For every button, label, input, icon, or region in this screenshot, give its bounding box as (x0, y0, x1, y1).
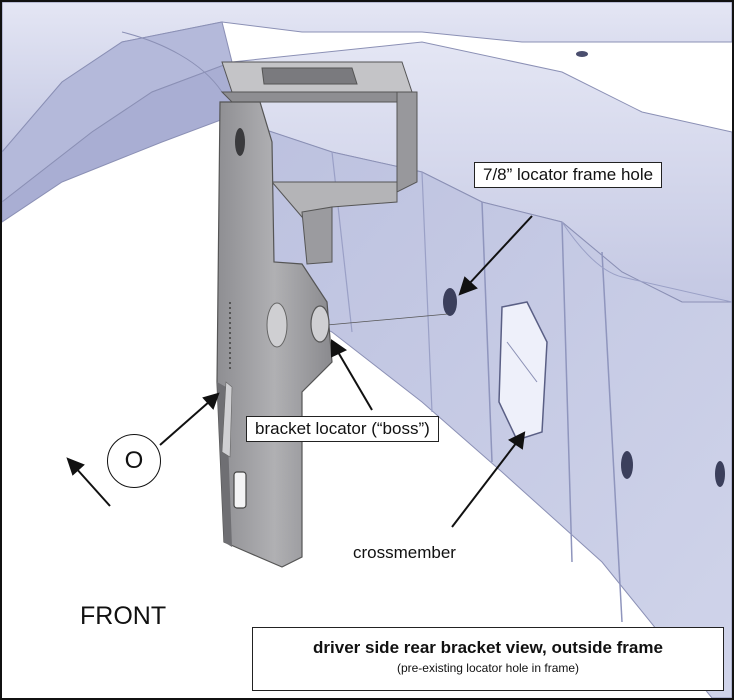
caption-box: driver side rear bracket view, outside f… (252, 627, 724, 691)
arrow-circle-o (159, 400, 211, 446)
locator-frame-hole (443, 288, 457, 316)
front-label: FRONT (80, 602, 167, 630)
frame-hole-callout: 7/8” locator frame hole (474, 162, 663, 188)
caption-subtitle: (pre-existing locator hole in frame) (396, 661, 580, 675)
arrow-bracket-locator (337, 351, 373, 411)
circle-o-marker: O (107, 434, 161, 488)
circle-o-letter: O (124, 447, 144, 474)
rear-bracket (216, 61, 418, 568)
arrow-front (74, 466, 111, 507)
caption-title: driver side rear bracket view, outside f… (313, 638, 663, 657)
bracket-locator-label: bracket locator (“boss”) (255, 419, 430, 438)
bracket-locator-boss (310, 305, 330, 343)
frame-hole-label: 7/8” locator frame hole (483, 165, 654, 184)
alignment-line (326, 313, 449, 326)
arrow-frame-hole (467, 215, 533, 286)
crossmember-label: crossmember (353, 543, 456, 562)
bracket-locator-callout: bracket locator (“boss”) (246, 416, 439, 442)
arrow-crossmember (451, 441, 518, 528)
